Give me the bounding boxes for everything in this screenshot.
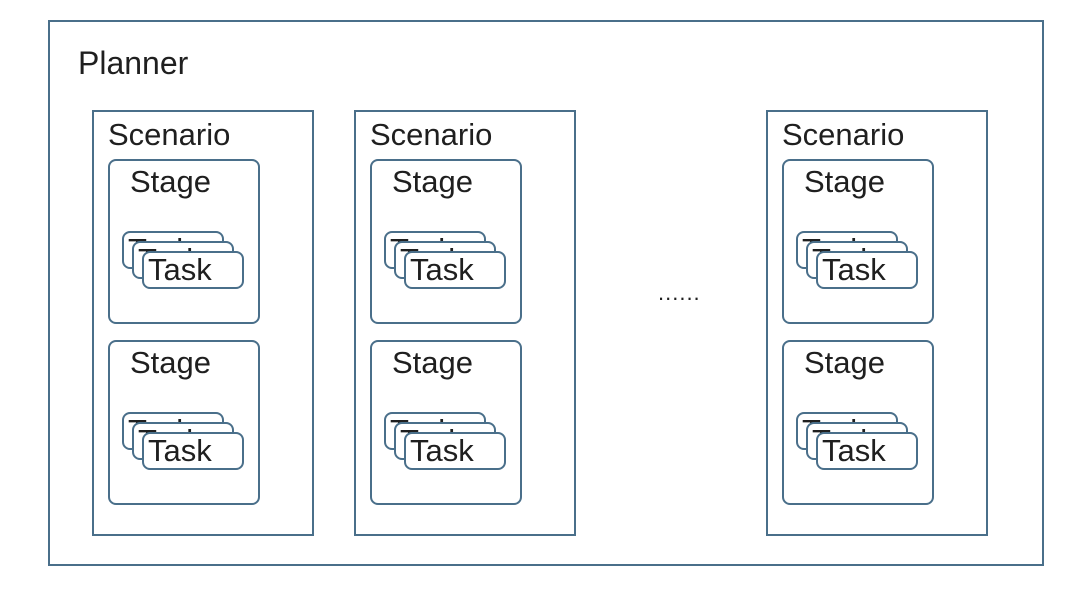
task-card: Task	[404, 251, 506, 289]
stage-box: Stage Task Task Task	[108, 340, 260, 505]
task-stack: Task Task Task	[384, 231, 510, 295]
stage-title: Stage	[392, 345, 474, 380]
task-stack: Task Task Task	[796, 231, 922, 295]
stage-box: Stage Task Task Task	[108, 159, 260, 324]
stage-title: Stage	[130, 345, 212, 380]
stage-title: Stage	[804, 345, 886, 380]
task-card: Task	[142, 432, 244, 470]
scenario-title: Scenario	[108, 117, 231, 152]
scenario-title: Scenario	[782, 117, 905, 152]
task-stack: Task Task Task	[122, 231, 248, 295]
task-card: Task	[404, 432, 506, 470]
ellipsis-separator: ......	[658, 280, 701, 305]
scenario-box-3: Scenario Stage Task Task Task Stage Task…	[766, 110, 988, 536]
task-card: Task	[142, 251, 244, 289]
stage-box: Stage Task Task Task	[782, 159, 934, 324]
stage-box: Stage Task Task Task	[370, 159, 522, 324]
task-stack: Task Task Task	[122, 412, 248, 476]
stage-title: Stage	[392, 164, 474, 199]
stage-title: Stage	[130, 164, 212, 199]
task-card: Task	[816, 251, 918, 289]
scenario-box-2: Scenario Stage Task Task Task Stage Task…	[354, 110, 576, 536]
stage-box: Stage Task Task Task	[782, 340, 934, 505]
planner-box: Planner Scenario Stage Task Task Task St…	[48, 20, 1044, 566]
stage-title: Stage	[804, 164, 886, 199]
task-stack: Task Task Task	[796, 412, 922, 476]
task-stack: Task Task Task	[384, 412, 510, 476]
scenario-title: Scenario	[370, 117, 493, 152]
planner-title: Planner	[78, 45, 189, 81]
stage-box: Stage Task Task Task	[370, 340, 522, 505]
scenario-box-1: Scenario Stage Task Task Task Stage Task…	[92, 110, 314, 536]
task-card: Task	[816, 432, 918, 470]
